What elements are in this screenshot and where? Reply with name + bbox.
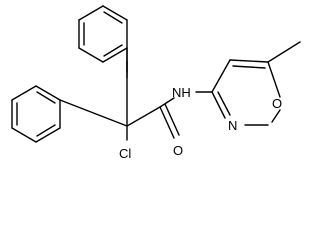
carbonyl-oxygen-label: O — [173, 143, 183, 158]
central-carbon-bonds — [59, 47, 161, 141]
ring-oxygen-label: O — [272, 96, 282, 111]
molecule-structure: Cl O NH N O — [11, 5, 301, 161]
lower-phenyl-ring — [11, 85, 61, 143]
amide-nitrogen-label: NH — [172, 85, 191, 100]
upper-phenyl-ring — [78, 5, 128, 63]
amide-bonds — [159, 91, 213, 139]
isoxazole-ring — [211, 41, 301, 126]
isoxazole-oxygen-bonds — [271, 109, 281, 123]
chlorine-label: Cl — [119, 146, 131, 161]
ring-nitrogen-label: N — [228, 118, 237, 133]
